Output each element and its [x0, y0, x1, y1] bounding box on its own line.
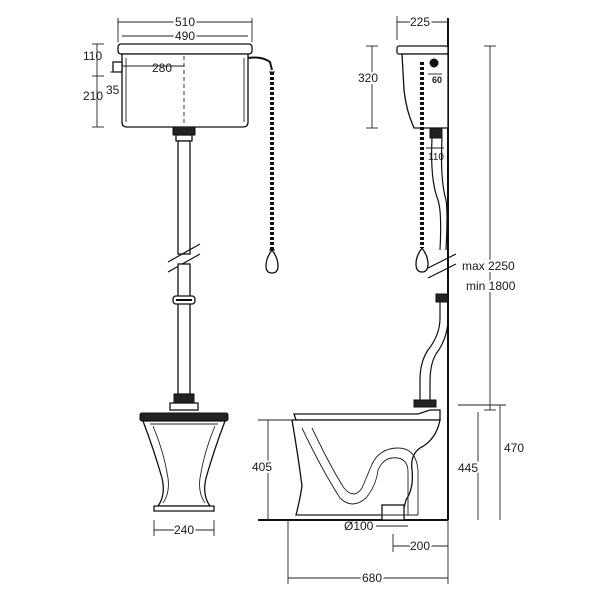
dim-445: 445 — [458, 461, 478, 475]
front-pipe-connector — [172, 126, 196, 136]
front-flush-pipe-lower — [177, 263, 191, 395]
side-pan-rim — [293, 409, 441, 421]
dim-490: 490 — [175, 29, 195, 43]
front-pan-plinth — [153, 505, 215, 512]
side-trap — [301, 427, 409, 515]
front-seat — [139, 412, 229, 422]
dim-240: 240 — [174, 523, 194, 537]
dim-200: 200 — [410, 539, 430, 553]
dim-min-height: min 1800 — [466, 279, 516, 293]
dim-outlet-diameter: Ø100 — [344, 519, 374, 533]
dim-35: 35 — [106, 83, 120, 97]
side-pull-handle — [415, 246, 429, 273]
side-cistern-lid — [396, 45, 449, 55]
dim-470: 470 — [504, 441, 524, 455]
front-break-symbol — [167, 243, 201, 273]
side-cistern-logo: 60 — [432, 75, 442, 85]
side-pipe-lower — [419, 302, 441, 400]
front-cistern-lid — [117, 43, 253, 55]
front-lever — [247, 56, 273, 71]
dim-280: 280 — [152, 61, 172, 75]
dim-405: 405 — [252, 460, 272, 474]
dim-210: 210 — [83, 89, 103, 103]
side-flush-pipe — [431, 137, 442, 251]
dim-110-pipe: 110 — [428, 152, 444, 163]
front-pull-handle — [265, 248, 279, 274]
front-pan-body — [142, 420, 226, 507]
side-break-symbol — [427, 253, 457, 279]
dim-320: 320 — [358, 71, 378, 85]
dim-max-height: max 2250 — [462, 259, 515, 273]
side-cistern-body — [401, 53, 449, 129]
dim-110-lid: 110 — [83, 49, 102, 63]
dim-225: 225 — [410, 15, 430, 29]
front-flush-pipe-upper — [177, 140, 191, 255]
side-pan-body — [291, 419, 441, 516]
dim-680: 680 — [362, 571, 382, 585]
front-cistern-body — [121, 53, 249, 128]
side-pipe-clip — [435, 293, 449, 303]
dim-510: 510 — [175, 15, 195, 29]
side-view: 60 — [258, 18, 457, 521]
side-outlet — [381, 504, 405, 521]
side-dimensions: 225 320 110 max 2250 min 1800 470 445 40… — [250, 13, 524, 587]
front-dimensions: 510 490 110 210 35 280 240 — [83, 13, 253, 539]
front-view — [112, 43, 279, 512]
front-inlet — [112, 61, 123, 73]
